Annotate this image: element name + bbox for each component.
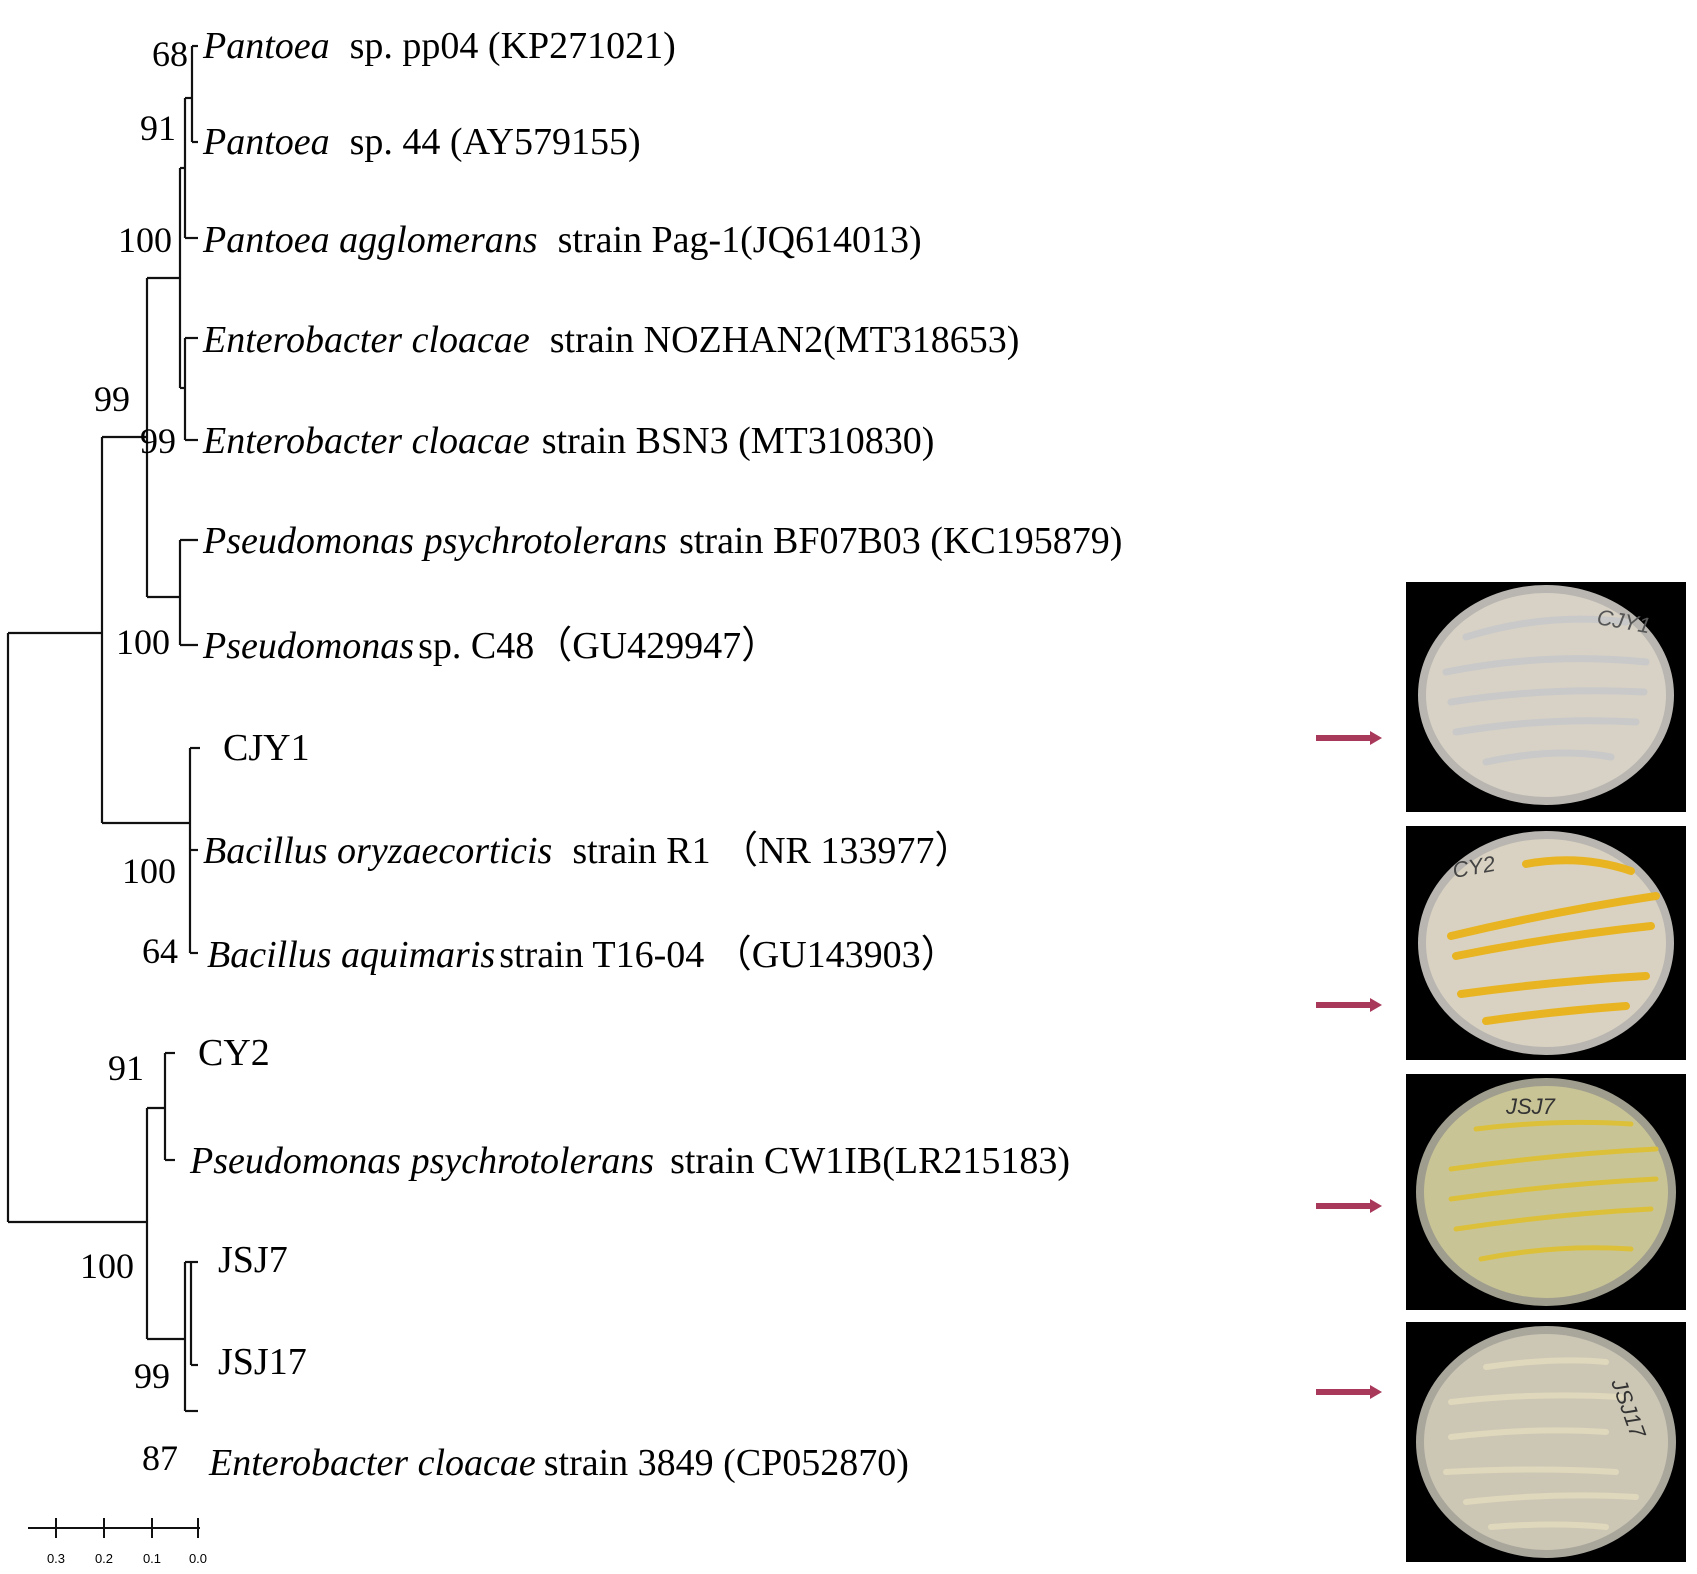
arrow-icon xyxy=(1316,731,1382,745)
taxon-label: JSJ7 xyxy=(218,1239,288,1281)
bootstrap-value: 100 xyxy=(118,220,172,260)
petri-dish-agar xyxy=(1424,1086,1668,1298)
taxon-label: CY2 xyxy=(198,1032,270,1074)
bootstrap-value: 100 xyxy=(122,851,176,891)
plate-photo-jsj17: JSJ17 xyxy=(1406,1322,1686,1562)
bootstrap-value: 87 xyxy=(142,1438,178,1478)
taxon-label: JSJ17 xyxy=(218,1341,307,1383)
colony-streaks xyxy=(1442,615,1650,766)
arrow-icon xyxy=(1316,1199,1382,1213)
bootstrap-value: 99 xyxy=(134,1356,170,1396)
plate-handwritten-label: JSJ7 xyxy=(1505,1094,1556,1119)
bootstrap-value: 64 xyxy=(142,931,178,971)
scale-bar: 0.3 0.2 0.1 0.0 xyxy=(28,1518,207,1566)
colony-streaks xyxy=(1448,1119,1659,1262)
tree-branches xyxy=(6,44,200,1413)
plate-photo-jsj7: JSJ7 xyxy=(1406,1074,1686,1310)
bootstrap-value: 100 xyxy=(80,1246,134,1286)
arrow-icon xyxy=(1316,998,1382,1012)
petri-dish-agar xyxy=(1424,1334,1668,1550)
bootstrap-value: 91 xyxy=(108,1048,144,1088)
bootstrap-value: 99 xyxy=(94,379,130,419)
plate-photo-cjy1: CJY1 xyxy=(1406,582,1686,812)
scale-label: 0.0 xyxy=(189,1551,207,1566)
arrow-icon xyxy=(1316,1385,1382,1399)
bootstrap-value: 68 xyxy=(152,34,188,74)
plate-photo-cy2: CY2 xyxy=(1406,826,1686,1060)
bootstrap-value: 91 xyxy=(140,108,176,148)
scale-label: 0.1 xyxy=(143,1551,161,1566)
colony-streaks xyxy=(1443,1357,1639,1530)
bootstrap-value: 100 xyxy=(116,622,170,662)
colony-streaks xyxy=(1447,856,1660,1025)
scale-label: 0.2 xyxy=(95,1551,113,1566)
bootstrap-values: 68 91 100 99 99 100 100 64 91 100 99 87 xyxy=(80,34,188,1478)
plate-arrows xyxy=(1316,731,1382,1399)
bootstrap-value: 99 xyxy=(140,421,176,461)
scale-label: 0.3 xyxy=(47,1551,65,1566)
taxon-label: CJY1 xyxy=(223,727,310,769)
